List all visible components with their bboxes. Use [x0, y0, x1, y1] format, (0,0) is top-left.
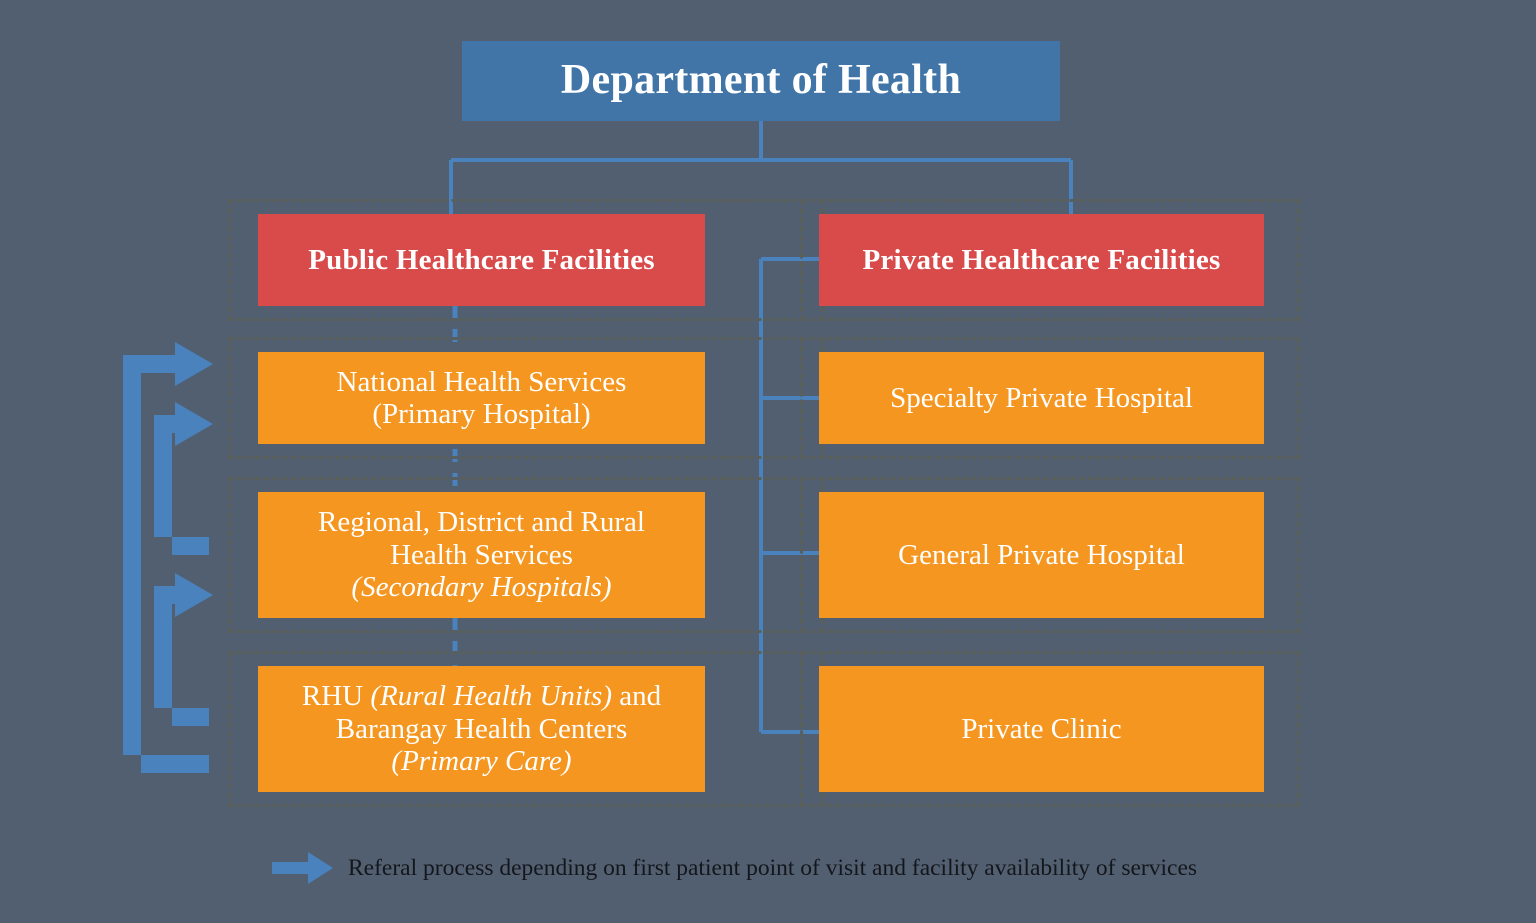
- node-text-line: Specialty Private Hospital: [890, 381, 1193, 414]
- node-text: Private Clinic: [961, 713, 1121, 745]
- node-text-line: (Primary Care): [391, 745, 572, 778]
- node-text-line: Private Clinic: [961, 712, 1122, 745]
- node-specialty-private-hospital[interactable]: Specialty Private Hospital: [819, 352, 1264, 444]
- referral-arrow-middle: [154, 402, 213, 555]
- node-text-line: (Primary Hospital): [372, 398, 591, 430]
- group-private-tier-3: [800, 651, 1300, 807]
- node-text-line: General Private Hospital: [898, 538, 1185, 571]
- node-general-private-hospital[interactable]: General Private Hospital: [819, 492, 1264, 618]
- node-public-healthcare-facilities[interactable]: Public Healthcare Facilities: [258, 214, 705, 306]
- node-text: General Private Hospital: [898, 539, 1185, 571]
- node-text: Specialty Private Hospital: [890, 382, 1193, 414]
- right-arrow-icon: [272, 852, 333, 884]
- node-private-healthcare-facilities[interactable]: Private Healthcare Facilities: [819, 214, 1264, 306]
- legend: Referal process depending on first patie…: [272, 846, 1282, 890]
- node-text-line: National Health Services: [336, 365, 627, 398]
- referral-arrow-outer: [123, 342, 213, 773]
- node-text-line: Barangay Health Centers: [335, 712, 628, 745]
- node-national-health-services[interactable]: National Health Services(Primary Hospita…: [258, 352, 705, 444]
- node-text-line: RHU (Rural Health Units) and: [301, 680, 662, 713]
- referral-arrow-inner: [154, 573, 213, 726]
- node-private-clinic[interactable]: Private Clinic: [819, 666, 1264, 792]
- node-text-line: Health Services: [390, 538, 573, 571]
- group-private-tier-2: [800, 477, 1300, 633]
- node-text-line: (Secondary Hospitals): [351, 571, 612, 604]
- node-text: National Health Services(Primary Hospita…: [337, 366, 627, 431]
- node-department-of-health[interactable]: Department of Health: [462, 41, 1060, 121]
- legend-label: Referal process depending on first patie…: [348, 854, 1198, 881]
- node-text-line: Regional, District and Rural: [318, 506, 645, 539]
